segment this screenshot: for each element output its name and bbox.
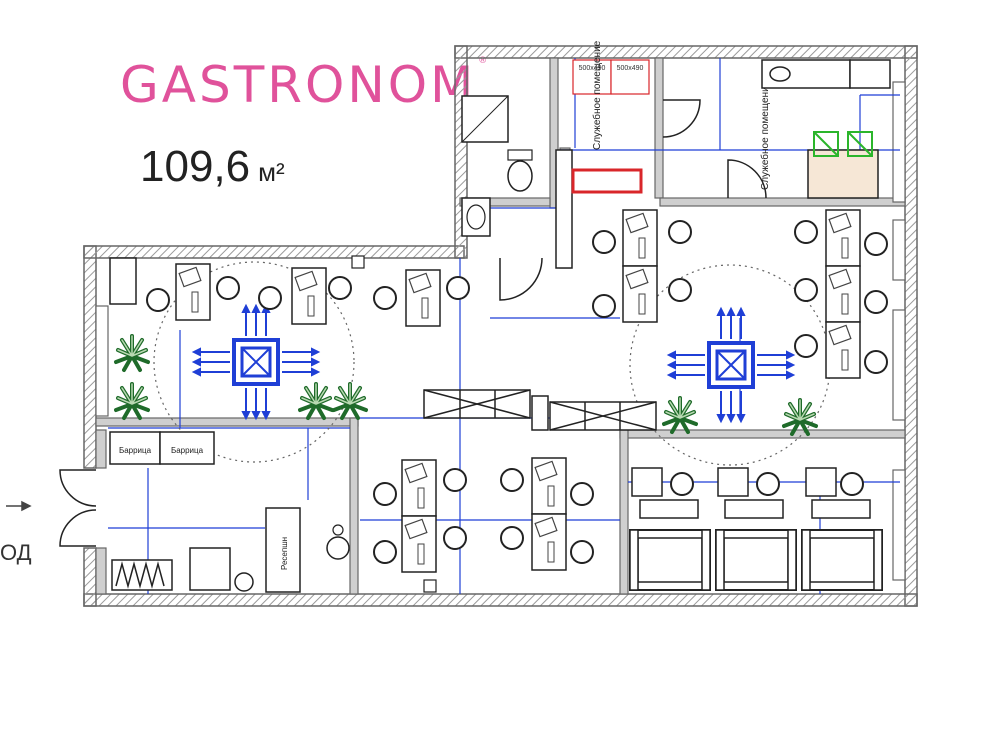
entry-label: ОД [0,540,32,565]
chair-icon [756,472,780,496]
chair-icon [864,232,888,256]
box-label-a: 500х490 [579,65,606,72]
chair-icon [328,276,352,300]
plant-icon [782,398,818,436]
chair-icon [864,350,888,374]
chair-icon [146,288,170,312]
column [351,255,365,269]
door-icon [59,99,767,547]
kitchen [761,59,891,199]
desk-icon [825,321,861,379]
toilet-icon [507,160,533,192]
desk-icon [531,513,567,571]
desk-icon [825,209,861,267]
chair-icon [794,334,818,358]
radiator-icon [115,561,165,589]
desk-icon [401,459,437,517]
storage-racks [571,59,650,194]
desk-icon [531,457,567,515]
area-value: 109,6 [140,142,251,191]
zone-label-a: Баррица [119,446,152,455]
armchair-icon [629,529,711,591]
chair-icon [443,468,467,492]
sink-icon [461,197,491,237]
entrance-zone [109,431,350,593]
chair-icon [668,220,692,244]
chair-icon [864,290,888,314]
chair-icon [668,278,692,302]
chair-icon [216,276,240,300]
chair-icon [794,220,818,244]
service-room-label: Служебное помещение [591,40,603,150]
counter-desks [631,467,871,519]
reception-label: Ресепшн [280,537,289,570]
chair-icon [500,468,524,492]
chair-icon [446,276,470,300]
zone-label-b: Баррица [171,446,204,455]
plant-icon [332,382,368,420]
box-label-b: 500х490 [617,65,644,72]
windows [95,81,906,581]
chair-icon [258,286,282,310]
armchair-icon [801,529,883,591]
desk-icon [401,515,437,573]
brand-name: GASTRONOM [120,56,477,114]
armchair-icon [715,529,797,591]
desk-icon [825,265,861,323]
chair-icon [592,294,616,318]
chair-icon [373,482,397,506]
chair-icon [592,230,616,254]
chair-icon [794,278,818,302]
desk-icon [291,267,327,325]
green-chairs [813,131,873,157]
brand-reg-mark: ® [478,56,488,66]
cabinet [109,257,137,305]
chair-icon [840,472,864,496]
partition-cabinets [423,389,657,431]
plant-icon [114,334,150,372]
area-unit: м² [258,157,285,187]
desk-icon [622,265,658,323]
chair-icon [570,540,594,564]
outer-walls [83,45,918,607]
plant-icon [662,396,698,434]
desk-icon [175,263,211,321]
service-room-label-2: Служебное помещение [759,80,771,190]
desk-icon [405,269,441,327]
bathroom [461,95,573,269]
column [423,579,437,593]
chair-icon [373,540,397,564]
brand-logo: GASTRONOM® [120,56,487,114]
chair-icon [570,482,594,506]
chair-icon [443,526,467,550]
plant-icon [114,382,150,420]
chair-icon [373,286,397,310]
desk-icon [622,209,658,267]
chair-icon [670,472,694,496]
plant-icon [298,382,334,420]
chair-icon [500,526,524,550]
entry-arrow-icon [6,500,32,512]
